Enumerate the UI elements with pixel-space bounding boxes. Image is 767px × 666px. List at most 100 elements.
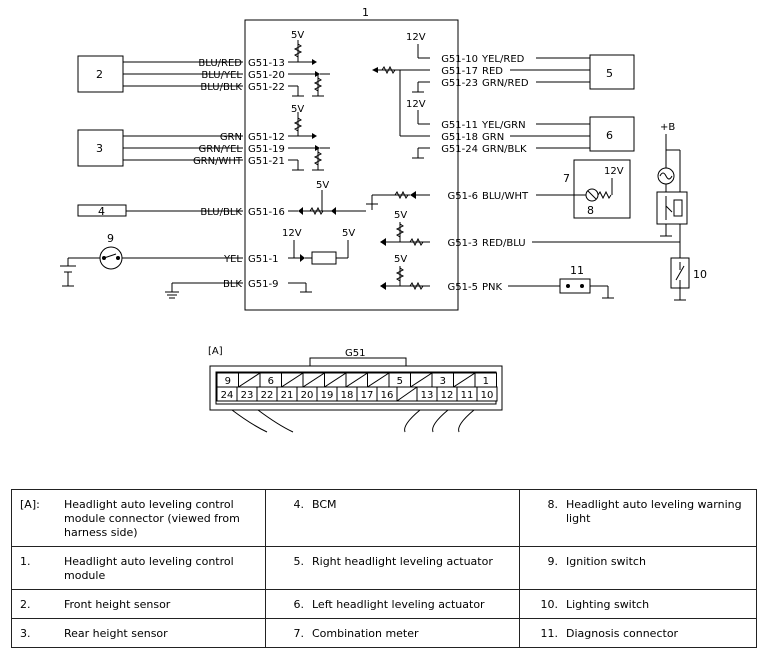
legend-text: Left headlight leveling actuator bbox=[312, 598, 485, 611]
wire-label: GRN bbox=[220, 132, 242, 143]
combination-meter-label: 7 bbox=[563, 172, 570, 185]
legend-cell: 10. Lighting switch bbox=[519, 589, 757, 619]
bcm-label: 4 bbox=[98, 205, 105, 218]
warning-light-label: 8 bbox=[587, 204, 594, 217]
connector-blank-cavity bbox=[324, 372, 347, 388]
left-actuator-label: 6 bbox=[606, 129, 613, 142]
connector-pin-number: 11 bbox=[461, 390, 474, 401]
legend-text: Diagnosis connector bbox=[566, 627, 679, 640]
left-actuator-box bbox=[589, 116, 635, 152]
legend-key: [A]: bbox=[20, 498, 40, 511]
module-ref-label: 1 bbox=[362, 6, 369, 19]
connector-pin-number: 16 bbox=[381, 390, 394, 401]
wire-label: GRN bbox=[482, 132, 504, 143]
legend-key: 11. bbox=[540, 627, 559, 640]
wire-label: GRN/BLK bbox=[482, 144, 527, 155]
legend-cell: 3. Rear height sensor bbox=[11, 618, 266, 648]
connector-pin-number: 10 bbox=[481, 390, 494, 401]
pin-number: G51-10 bbox=[441, 54, 478, 65]
connector-pin-number: 20 bbox=[301, 390, 314, 401]
legend-text: Headlight auto leveling control module c… bbox=[64, 498, 240, 539]
legend-key: 10. bbox=[540, 598, 559, 611]
connector-blank-cavity bbox=[396, 386, 418, 402]
wire-label: YEL/RED bbox=[481, 54, 525, 65]
legend-cell: 1.Headlight auto leveling control module bbox=[11, 546, 266, 590]
pin-number: G51-20 bbox=[248, 70, 285, 81]
combination-meter-box bbox=[573, 159, 631, 219]
legend-text: Rear height sensor bbox=[64, 627, 168, 640]
connector-pin-number: 23 bbox=[241, 390, 254, 401]
connector-name: G51 bbox=[345, 348, 365, 359]
right-pin-labels: YEL/RED RED GRN/RED YEL/GRN GRN GRN/BLK … bbox=[481, 54, 529, 293]
legend-text: Lighting switch bbox=[566, 598, 650, 611]
supply-5v-label: 5V bbox=[316, 180, 329, 191]
pin-number: G51-17 bbox=[441, 66, 478, 77]
connector-top-row: 9 6 5 3 1 bbox=[216, 372, 497, 388]
ignition-switch-label: 9 bbox=[107, 232, 114, 245]
legend-text: Headlight auto leveling warning light bbox=[566, 498, 742, 525]
rear-height-sensor-label: 3 bbox=[96, 142, 103, 155]
connector-pin-number: 3 bbox=[440, 376, 446, 387]
connector-pin-number: 19 bbox=[321, 390, 334, 401]
supply-12v-label: 12V bbox=[604, 166, 624, 177]
connector-blank-cavity bbox=[410, 372, 433, 388]
front-height-sensor-box bbox=[77, 55, 124, 93]
legend-key: 5. bbox=[293, 555, 305, 568]
connector-pin-number: 1 bbox=[483, 376, 489, 387]
pin-number: G51-3 bbox=[448, 238, 478, 249]
supply-12v-label: 12V bbox=[282, 228, 302, 239]
legend-key: 9. bbox=[547, 555, 559, 568]
wire-label: YEL bbox=[223, 254, 242, 265]
diagnosis-connector-label: 11 bbox=[570, 264, 584, 277]
pin-number: G51-11 bbox=[441, 120, 478, 131]
legend-row: 1.Headlight auto leveling control module… bbox=[11, 546, 757, 590]
internal-left-circuit: 5V 5V 5V bbox=[282, 30, 355, 293]
control-module-box bbox=[244, 19, 459, 311]
connector-pin-number: 24 bbox=[221, 390, 234, 401]
wiring-diagram: 1 2 3 4 5 6 7 8 BLU/RED BLU/YEL BLU/BLK … bbox=[60, 6, 707, 433]
front-height-sensor-label: 2 bbox=[96, 68, 103, 81]
pin-number: G51-9 bbox=[248, 279, 278, 290]
right-actuator-box bbox=[589, 54, 635, 90]
legend-cell: 6. Left headlight leveling actuator bbox=[265, 589, 520, 619]
connector-blank-cavity bbox=[302, 372, 325, 388]
legend-key: 1. bbox=[20, 555, 31, 568]
legend-text: BCM bbox=[312, 498, 337, 511]
legend-key: 6. bbox=[293, 598, 305, 611]
connector-blank-cavity bbox=[345, 372, 368, 388]
left-pin-labels: BLU/RED BLU/YEL BLU/BLK GRN GRN/YEL GRN/… bbox=[193, 58, 243, 290]
wire-label: BLU/BLK bbox=[200, 207, 242, 218]
connector-pin-number: 9 bbox=[225, 376, 231, 387]
left-pin-numbers: G51-13 G51-20 G51-22 G51-12 G51-19 G51-2… bbox=[248, 58, 285, 290]
ignition-switch-circuit: 9 bbox=[60, 232, 126, 287]
left-wires bbox=[123, 61, 243, 299]
legend-cell: 9.Ignition switch bbox=[519, 546, 757, 590]
legend-text: Right headlight leveling actuator bbox=[312, 555, 493, 568]
pin-number: G51-18 bbox=[441, 132, 478, 143]
connector-pin-number: 18 bbox=[341, 390, 354, 401]
wire-label: RED bbox=[482, 66, 503, 77]
supply-5v-label: 5V bbox=[394, 254, 407, 265]
wire-label: GRN/WHT bbox=[193, 156, 243, 167]
supply-5v-label: 5V bbox=[291, 104, 304, 115]
connector-pin-number: 17 bbox=[361, 390, 374, 401]
connector-pin-number: 22 bbox=[261, 390, 274, 401]
legend-cell: [A]: Headlight auto leveling control modu… bbox=[11, 489, 266, 547]
connector-pin-number: 6 bbox=[268, 376, 274, 387]
legend-key: 7. bbox=[293, 627, 305, 640]
connector-blank-cavity bbox=[367, 372, 390, 388]
connector-pin-number: 5 bbox=[397, 376, 403, 387]
pin-number: G51-21 bbox=[248, 156, 285, 167]
supply-5v-label: 5V bbox=[291, 30, 304, 41]
combination-meter-internals: 12V bbox=[585, 166, 624, 202]
legend-row: [A]: Headlight auto leveling control modu… bbox=[11, 489, 757, 547]
connector-pin-number: 13 bbox=[421, 390, 434, 401]
legend-key: 3. bbox=[20, 627, 31, 640]
connector-blank-cavity bbox=[238, 372, 261, 388]
right-wires bbox=[508, 57, 680, 299]
connector-pin-number: 12 bbox=[441, 390, 454, 401]
rear-height-sensor-box bbox=[77, 129, 124, 167]
wire-label: GRN/RED bbox=[482, 78, 529, 89]
